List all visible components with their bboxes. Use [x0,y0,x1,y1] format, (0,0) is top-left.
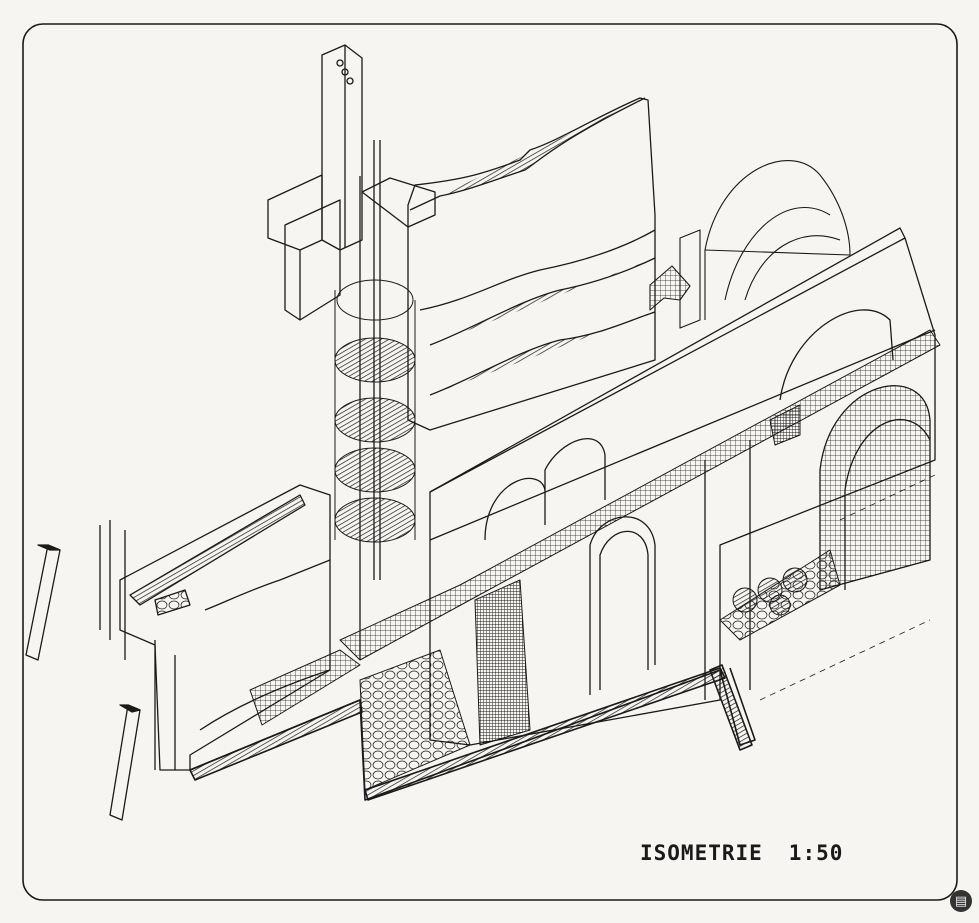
scale-label: 1:50 [788,841,844,865]
spiral-stair [334,279,416,543]
title-label: ISOMETRIE [640,841,763,865]
sheet-border [22,23,958,901]
free-columns [25,544,141,821]
floor-paving [359,549,841,791]
section-wall-lower [99,484,331,771]
section-wall-upper [407,97,656,431]
walkway [249,329,941,746]
plants [732,567,808,616]
glass-vault [649,160,851,329]
gallery-wall [429,227,936,746]
document-icon[interactable]: ▤ [950,890,972,912]
title-block: ISOMETRIE 1:50 [640,838,880,868]
guide-lines [759,474,936,701]
section-base [189,664,756,801]
